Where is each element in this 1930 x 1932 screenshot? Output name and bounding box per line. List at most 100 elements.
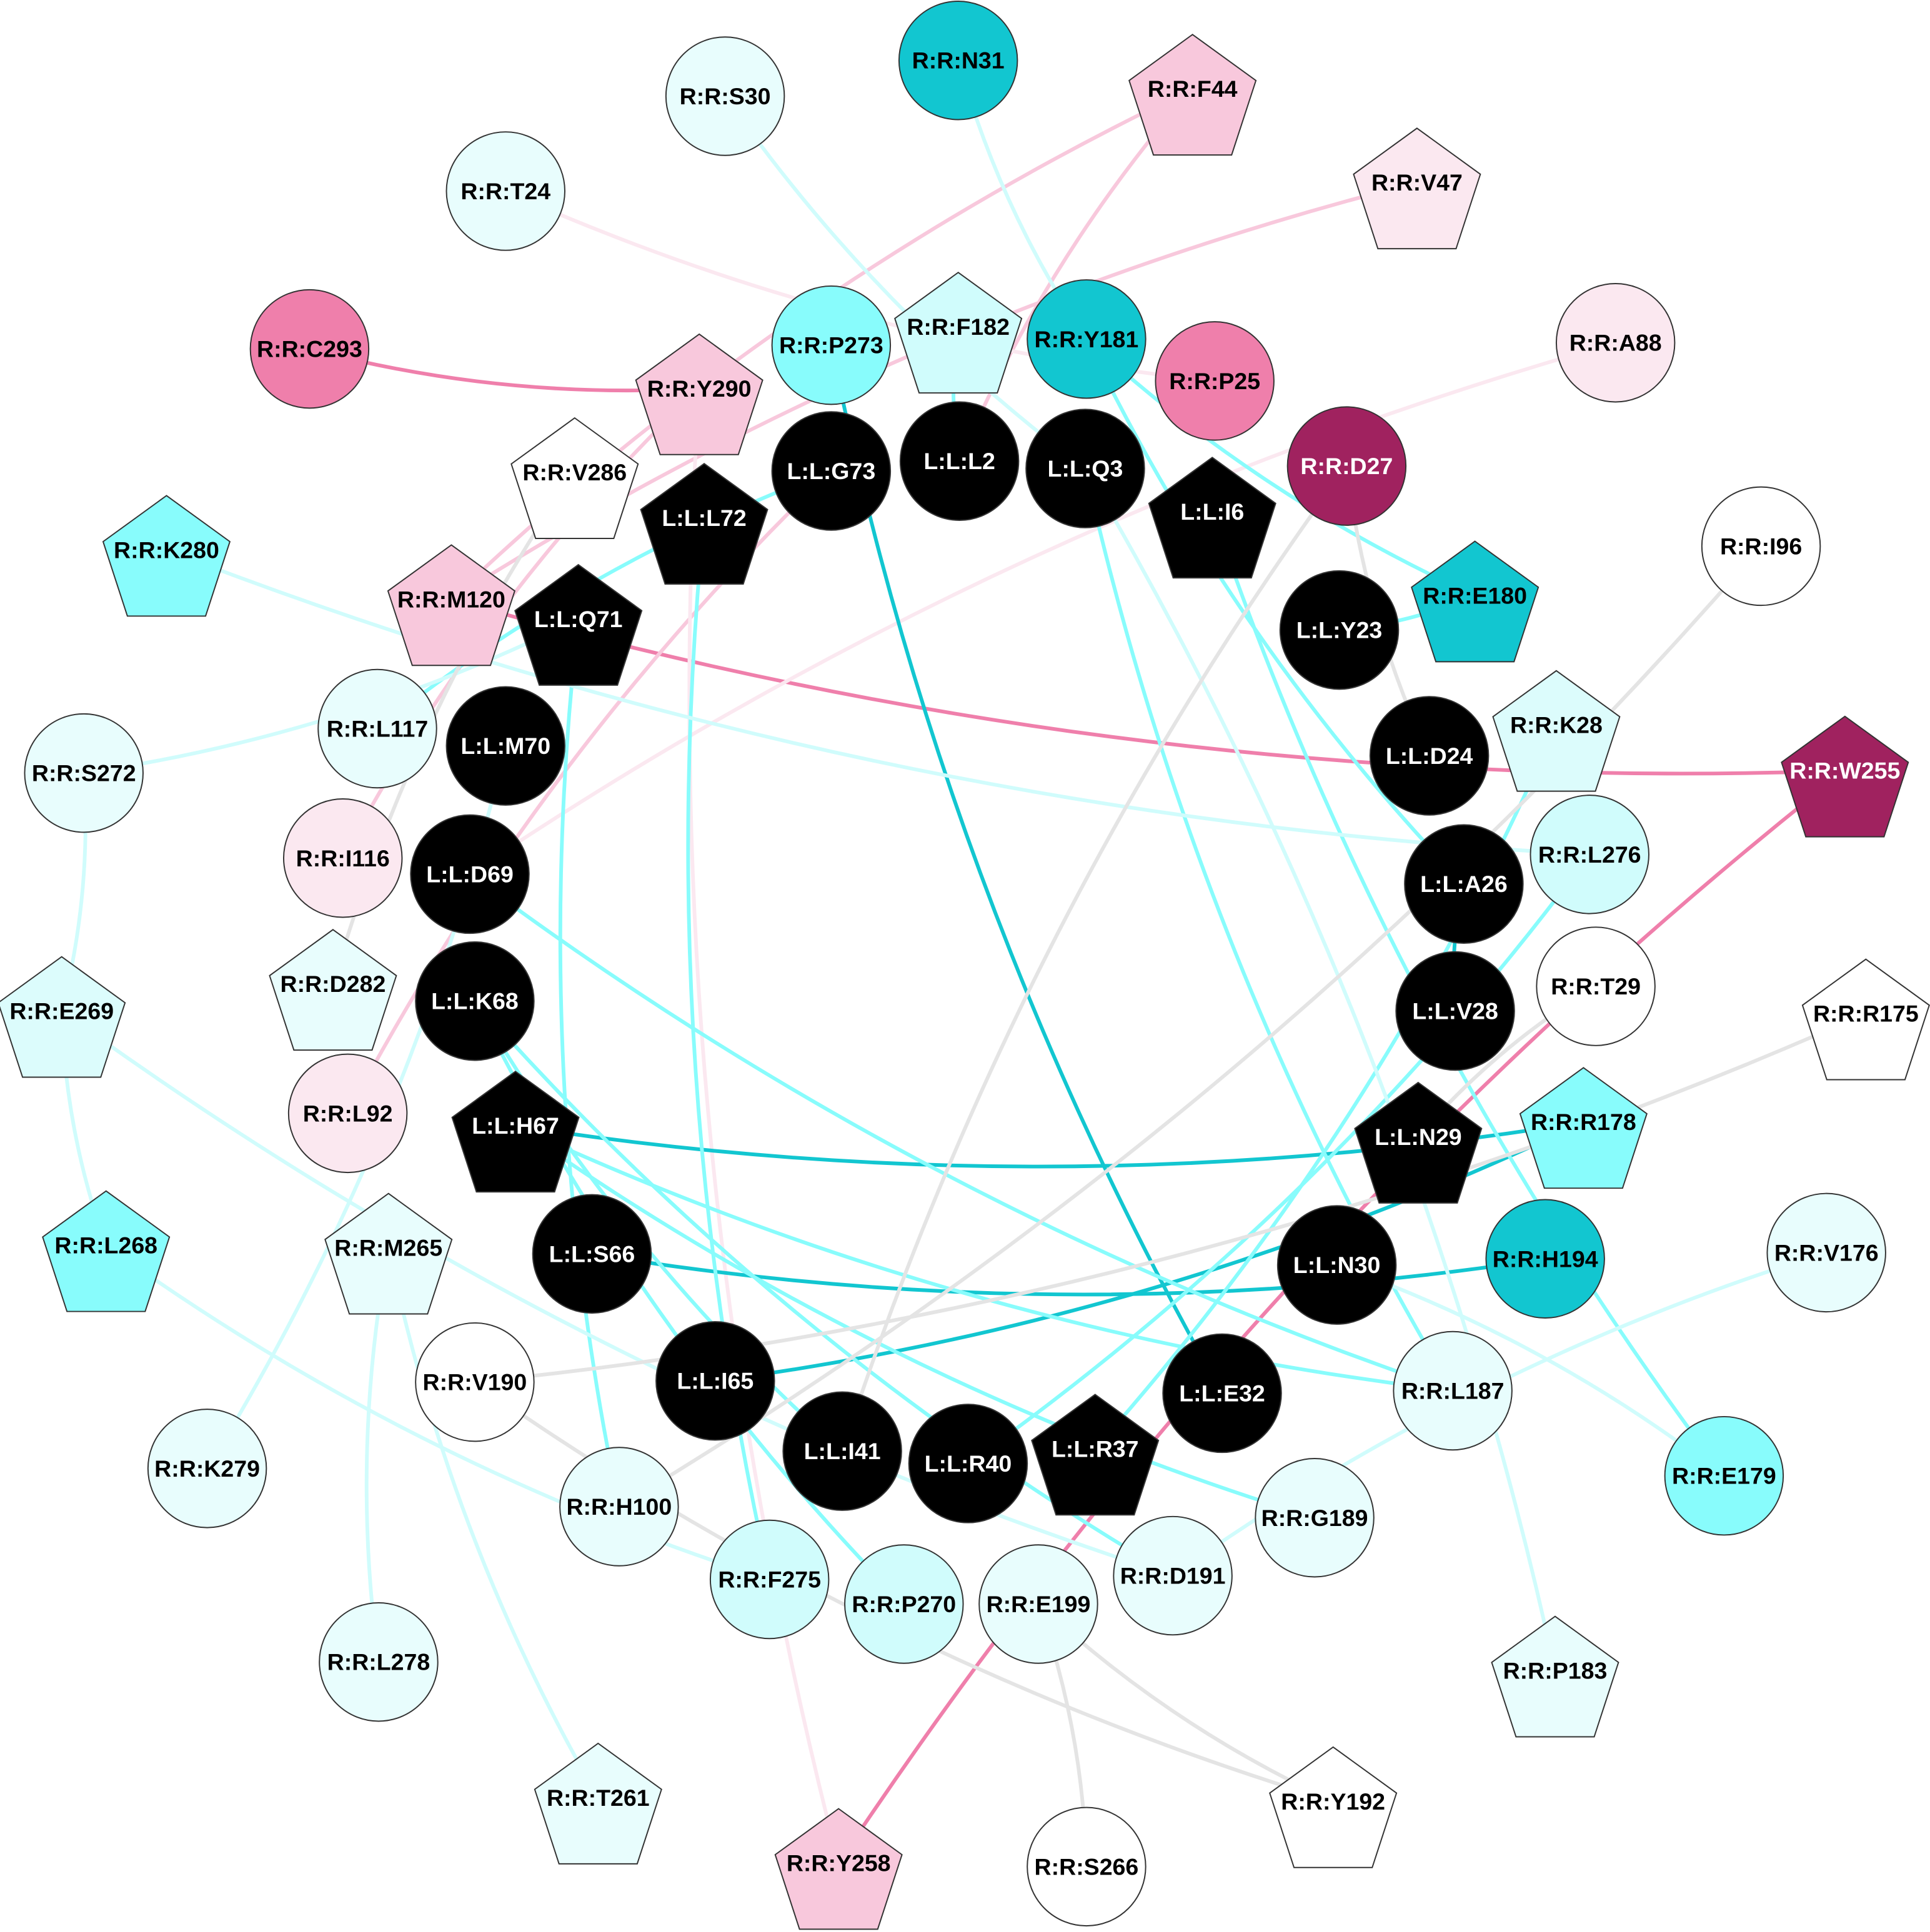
node-l-l-q71[interactable]: L:L:Q71 (514, 563, 643, 686)
node-l-l-m70[interactable]: L:L:M70 (445, 686, 565, 806)
node-l-l-g73[interactable]: L:L:G73 (771, 411, 892, 531)
node-label: R:R:F275 (718, 1566, 821, 1592)
node-label: R:R:L187 (1401, 1377, 1505, 1404)
node-r-r-t24[interactable]: R:R:T24 (445, 131, 565, 251)
circle-node-shape (1766, 1192, 1886, 1313)
node-l-l-e32[interactable]: L:L:E32 (1162, 1333, 1282, 1454)
node-label: R:R:R175 (1813, 1000, 1919, 1026)
node-r-r-s30[interactable]: R:R:S30 (665, 36, 785, 156)
node-l-l-r40[interactable]: L:L:R40 (908, 1404, 1028, 1523)
node-r-r-k28[interactable]: R:R:K28 (1492, 670, 1621, 792)
node-r-r-v176[interactable]: R:R:V176 (1766, 1192, 1886, 1313)
node-l-l-i65[interactable]: L:L:I65 (655, 1320, 775, 1441)
node-r-r-c293[interactable]: R:R:C293 (249, 289, 370, 409)
pentagon-node-shape (0, 956, 126, 1078)
node-label: L:L:I41 (804, 1438, 881, 1464)
node-r-r-s266[interactable]: R:R:S266 (1027, 1806, 1147, 1927)
node-r-r-y181[interactable]: R:R:Y181 (1027, 279, 1147, 399)
node-r-r-v47[interactable]: R:R:V47 (1353, 127, 1481, 250)
node-l-l-k68[interactable]: L:L:K68 (415, 941, 535, 1061)
node-label: L:L:K68 (431, 988, 519, 1014)
node-label: R:R:C293 (257, 336, 362, 362)
node-l-l-d69[interactable]: L:L:D69 (410, 814, 530, 934)
node-l-l-n30[interactable]: L:L:N30 (1276, 1205, 1397, 1325)
pentagon-node-shape (324, 1192, 453, 1315)
node-l-l-l2[interactable]: L:L:L2 (899, 401, 1020, 521)
node-label: R:R:H100 (566, 1494, 672, 1520)
node-r-r-l278[interactable]: R:R:L278 (319, 1602, 439, 1722)
node-r-r-f44[interactable]: R:R:F44 (1128, 34, 1257, 156)
node-label: R:R:G189 (1261, 1505, 1368, 1531)
pentagon-node-shape (1801, 958, 1930, 1081)
node-r-r-y258[interactable]: R:R:Y258 (774, 1808, 903, 1930)
node-label: R:R:M265 (334, 1235, 442, 1261)
node-l-l-d24[interactable]: L:L:D24 (1369, 696, 1490, 816)
node-r-r-d282[interactable]: R:R:D282 (269, 929, 397, 1051)
node-r-r-l187[interactable]: R:R:L187 (1393, 1330, 1513, 1451)
node-l-l-r37[interactable]: L:L:R37 (1031, 1394, 1160, 1516)
node-r-r-t29[interactable]: R:R:T29 (1536, 926, 1656, 1046)
node-r-r-p270[interactable]: R:R:P270 (844, 1544, 964, 1664)
node-r-r-t261[interactable]: R:R:T261 (534, 1742, 662, 1865)
node-r-r-h100[interactable]: R:R:H100 (559, 1447, 679, 1567)
node-l-l-a26[interactable]: L:L:A26 (1404, 824, 1524, 944)
node-r-r-r175[interactable]: R:R:R175 (1801, 958, 1930, 1081)
node-r-r-h194[interactable]: R:R:H194 (1485, 1199, 1605, 1319)
node-r-r-f275[interactable]: R:R:F275 (709, 1519, 830, 1640)
node-l-l-h67[interactable]: L:L:H67 (451, 1071, 580, 1193)
node-r-r-e199[interactable]: R:R:E199 (978, 1544, 1098, 1664)
node-label: R:R:T261 (547, 1785, 650, 1811)
node-r-r-w255[interactable]: R:R:W255 (1781, 715, 1909, 838)
node-r-r-i96[interactable]: R:R:I96 (1701, 486, 1821, 607)
node-l-l-l72[interactable]: L:L:L72 (640, 462, 769, 585)
node-r-r-r178[interactable]: R:R:R178 (1519, 1067, 1648, 1189)
node-l-l-s66[interactable]: L:L:S66 (532, 1194, 652, 1314)
node-r-r-e180[interactable]: R:R:E180 (1411, 540, 1540, 663)
node-r-r-m120[interactable]: R:R:M120 (387, 544, 516, 666)
node-r-r-l92[interactable]: R:R:L92 (287, 1053, 408, 1174)
node-label: R:R:D27 (1300, 453, 1393, 479)
node-r-r-y290[interactable]: R:R:Y290 (635, 333, 764, 455)
circle-node-shape (844, 1544, 964, 1664)
node-label: L:L:H67 (472, 1112, 559, 1139)
node-r-r-s272[interactable]: R:R:S272 (24, 713, 144, 833)
node-l-l-n29[interactable]: L:L:N29 (1354, 1081, 1483, 1204)
node-l-l-i6[interactable]: L:L:I6 (1148, 457, 1276, 579)
node-label: R:R:F182 (907, 314, 1010, 340)
node-r-r-f182[interactable]: R:R:F182 (894, 271, 1023, 394)
node-r-r-p183[interactable]: R:R:P183 (1491, 1615, 1619, 1738)
node-r-r-p273[interactable]: R:R:P273 (771, 285, 892, 405)
node-r-r-d27[interactable]: R:R:D27 (1286, 406, 1407, 526)
node-r-r-e269[interactable]: R:R:E269 (0, 956, 126, 1078)
circle-node-shape (410, 814, 530, 934)
pentagon-node-shape (1031, 1394, 1160, 1516)
node-r-r-m265[interactable]: R:R:M265 (324, 1192, 453, 1315)
node-r-r-g189[interactable]: R:R:G189 (1255, 1458, 1375, 1578)
pentagon-node-shape (269, 929, 397, 1051)
node-l-l-q3[interactable]: L:L:Q3 (1025, 409, 1145, 528)
edge-l-l-d69-r-r-l187 (469, 873, 1454, 1393)
node-label: R:R:D191 (1120, 1563, 1226, 1589)
node-r-r-l268[interactable]: R:R:L268 (42, 1190, 171, 1312)
node-r-r-n31[interactable]: R:R:N31 (898, 0, 1018, 121)
node-label: L:L:L2 (923, 448, 995, 474)
node-r-r-l117[interactable]: R:R:L117 (317, 668, 437, 789)
node-r-r-p25[interactable]: R:R:P25 (1155, 321, 1275, 441)
node-r-r-l276[interactable]: R:R:L276 (1530, 795, 1649, 914)
node-r-r-y192[interactable]: R:R:Y192 (1269, 1746, 1398, 1868)
node-l-l-y23[interactable]: L:L:Y23 (1279, 570, 1400, 690)
node-label: R:R:P183 (1503, 1658, 1608, 1684)
node-r-r-v286[interactable]: R:R:V286 (510, 417, 639, 539)
node-r-r-a88[interactable]: R:R:A88 (1555, 282, 1676, 403)
node-r-r-e179[interactable]: R:R:E179 (1664, 1415, 1784, 1536)
node-r-r-k279[interactable]: R:R:K279 (147, 1409, 267, 1528)
node-l-l-i41[interactable]: L:L:I41 (782, 1391, 902, 1511)
node-l-l-v28[interactable]: L:L:V28 (1395, 951, 1515, 1071)
pentagon-node-shape (102, 495, 231, 617)
node-r-r-i116[interactable]: R:R:I116 (282, 798, 403, 918)
node-r-r-d191[interactable]: R:R:D191 (1113, 1515, 1233, 1636)
edge-r-r-m265-r-r-t261 (386, 1247, 600, 1799)
node-r-r-v190[interactable]: R:R:V190 (415, 1322, 535, 1442)
node-label: R:R:T29 (1551, 973, 1641, 999)
node-r-r-k280[interactable]: R:R:K280 (102, 495, 231, 617)
